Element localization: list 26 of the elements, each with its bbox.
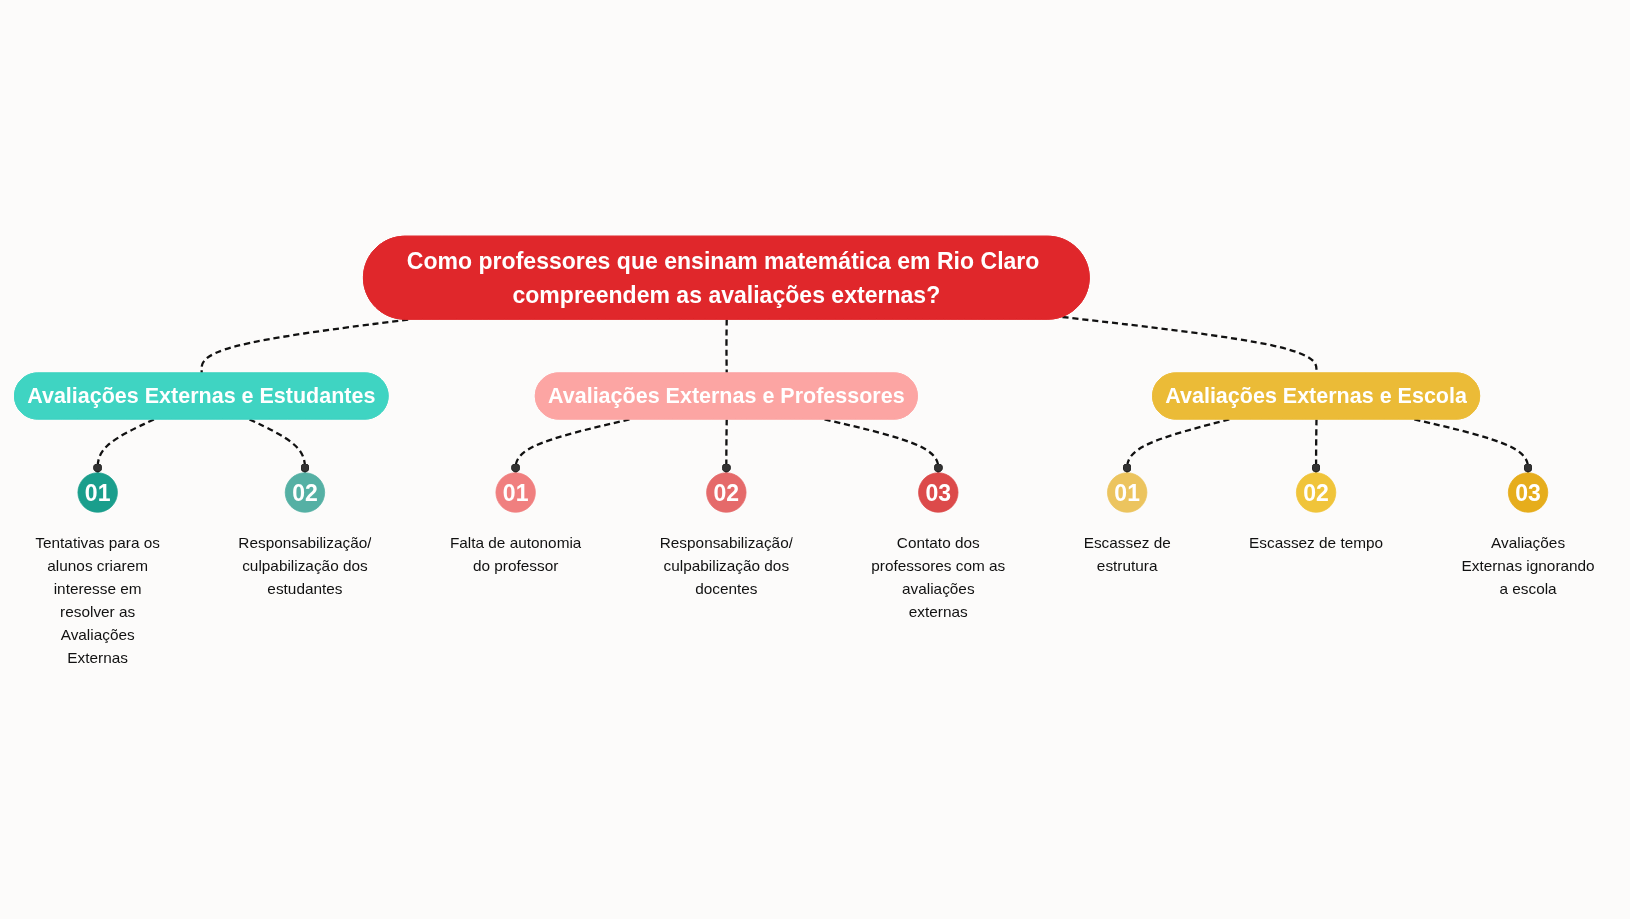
node-circle: 01 — [77, 472, 118, 513]
connector — [824, 418, 943, 473]
node-label: Responsabilização/ culpabilização dos docentes — [659, 533, 793, 597]
connector — [1311, 419, 1321, 473]
node-label: Falta de autonomia do professor — [449, 533, 582, 574]
connector — [721, 419, 731, 473]
node-circle: 03 — [1507, 472, 1549, 513]
connector — [93, 418, 155, 473]
connector — [200, 318, 409, 374]
node-label: Responsabilização/ culpabilização dos estudantes — [238, 533, 372, 597]
node-circle: 03 — [918, 472, 959, 513]
connector — [249, 418, 310, 473]
node-label: Avaliações Externas ignorando a escola — [1461, 533, 1595, 597]
node-circle: 01 — [1107, 472, 1148, 513]
connector — [1122, 418, 1230, 473]
node-label: Contato dos professores com as avaliações externas — [871, 533, 1006, 620]
connector — [1414, 418, 1533, 473]
node-circle: 02 — [706, 472, 747, 513]
node-label: Escassez de estrutura — [1083, 533, 1171, 574]
node-circle: 01 — [495, 472, 536, 513]
node-label: Tentativas para os alunos criarem interesse em resolver as Avaliações Externas — [35, 533, 160, 666]
node-label: Escassez de tempo — [1249, 533, 1384, 551]
node-circle: 02 — [1296, 472, 1337, 513]
connector — [725, 319, 728, 374]
node-circle: 02 — [284, 472, 326, 513]
connector — [511, 418, 630, 473]
